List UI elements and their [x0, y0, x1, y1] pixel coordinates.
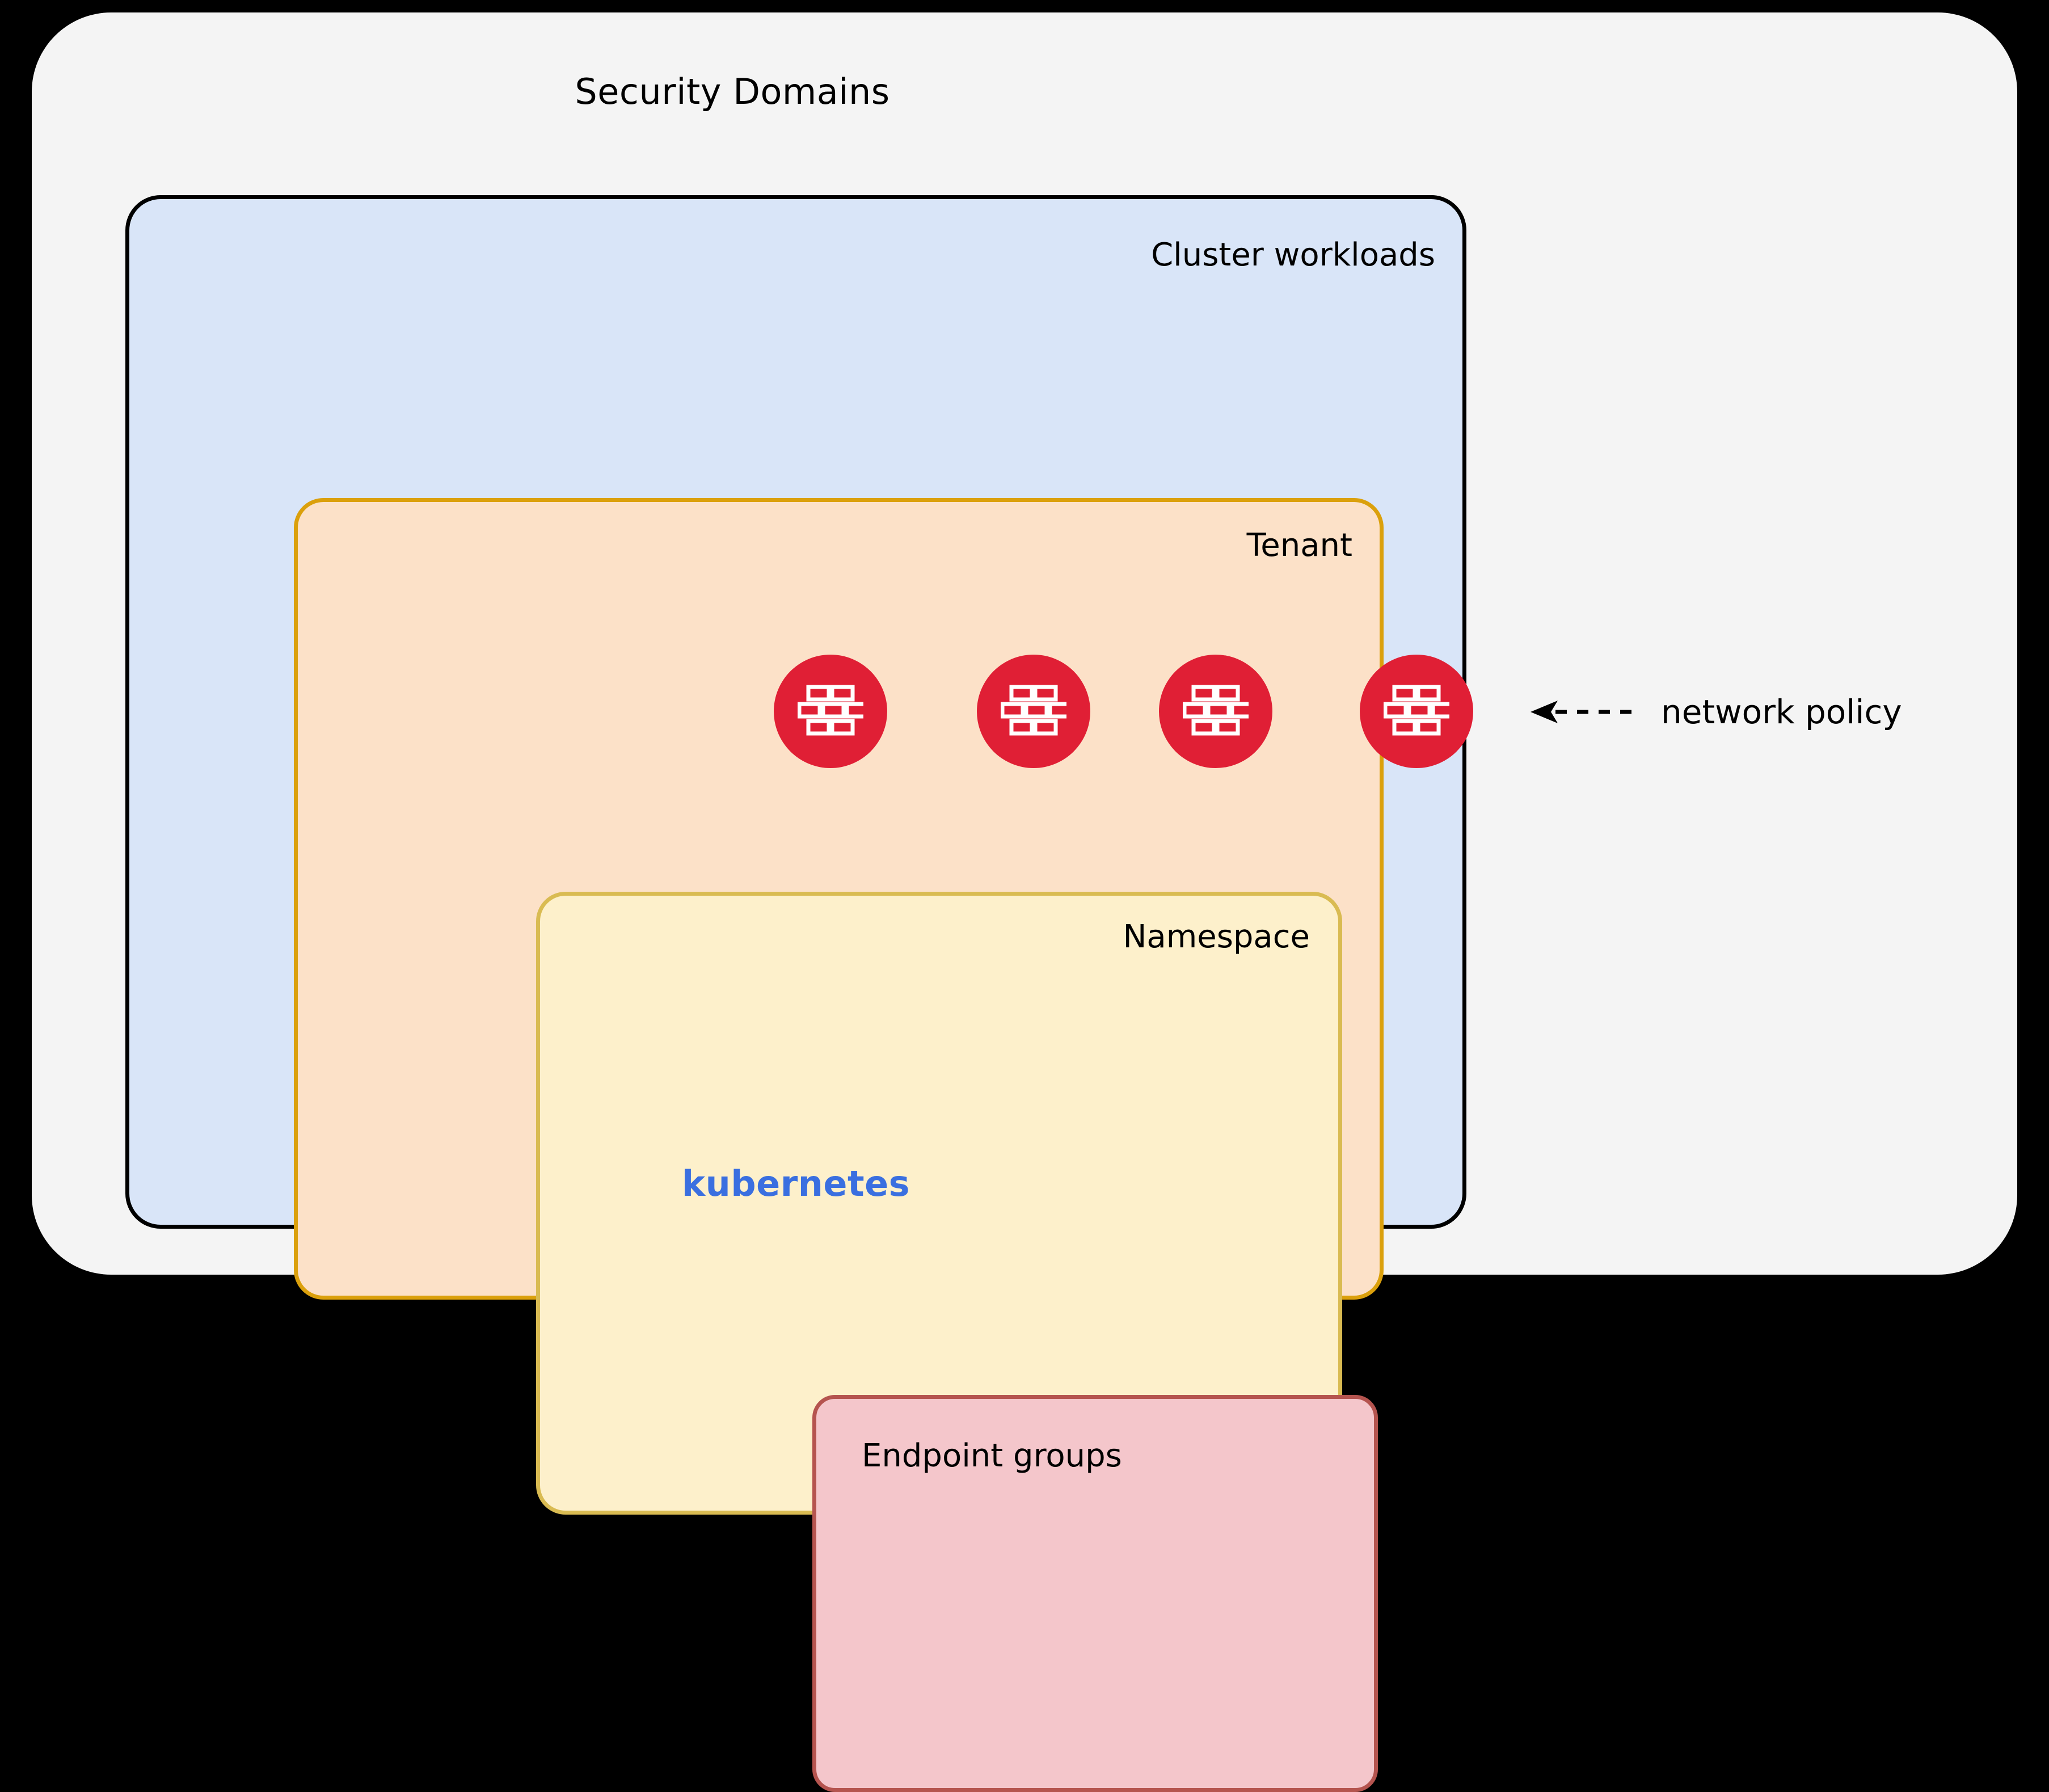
- diagram-canvas: Security Domains Cluster workloads Tenan…: [32, 12, 2017, 1792]
- layer-namespace-label: Namespace: [1123, 918, 1310, 955]
- firewall-brick-icon: [798, 684, 863, 739]
- security-domains-panel: Security Domains Cluster workloads Tenan…: [32, 12, 2017, 1792]
- firewall-brick-icon: [1384, 684, 1449, 739]
- network-policy-marker-tenant[interactable]: [1159, 655, 1272, 768]
- firewall-brick-icon: [1001, 684, 1066, 739]
- layer-tenant-label: Tenant: [1246, 527, 1352, 564]
- network-policy-callout: network policy: [1529, 682, 1902, 742]
- network-policy-marker-endpoint[interactable]: [774, 655, 887, 768]
- layer-endpoint-groups-label: Endpoint groups: [862, 1437, 1122, 1474]
- layer-endpoint-groups[interactable]: Endpoint groups: [812, 1395, 1378, 1792]
- network-policy-marker-namespace[interactable]: [977, 655, 1090, 768]
- kubernetes-wordmark: kubernetes: [681, 1163, 910, 1204]
- dashed-arrow-left-icon: [1529, 695, 1637, 729]
- network-policy-callout-label: network policy: [1661, 693, 1902, 731]
- page-title: Security Domains: [575, 71, 890, 112]
- layer-cluster-workloads-label: Cluster workloads: [1151, 237, 1435, 273]
- firewall-brick-icon: [1183, 684, 1249, 739]
- network-policy-marker-cluster[interactable]: [1360, 655, 1473, 768]
